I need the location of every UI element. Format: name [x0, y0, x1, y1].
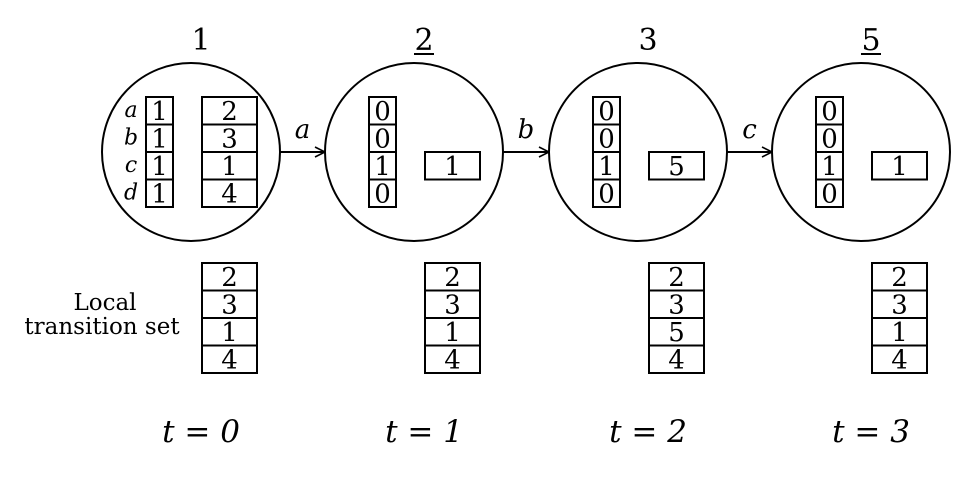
local-set-caption-line1: Local — [73, 290, 136, 316]
local-set-cell — [424, 262, 481, 292]
local-set-value: 1 — [891, 318, 908, 348]
transition-cell-value: 2 — [221, 97, 238, 127]
vector-cell — [145, 178, 174, 208]
vector-cell-value: 1 — [821, 152, 838, 182]
transition-label: b — [518, 115, 535, 145]
single-value-box — [424, 151, 481, 181]
local-set-cell — [871, 262, 928, 292]
local-set-value: 2 — [668, 263, 685, 293]
vector-cell-value: 1 — [151, 152, 168, 182]
state-label: 3 — [638, 23, 657, 58]
time-label: t = 3 — [832, 414, 910, 450]
local-set-cell — [424, 344, 481, 374]
row-label: d — [124, 181, 138, 206]
local-set-cell — [648, 344, 705, 374]
vector-cell — [592, 178, 621, 208]
vector-cell-value: 0 — [374, 125, 391, 155]
transitions-layer: a b c — [280, 115, 772, 152]
vector-cell — [145, 96, 174, 126]
time-label: t = 0 — [162, 414, 240, 450]
vector-cell-value: 0 — [821, 97, 838, 127]
transition-cell-value: 1 — [221, 152, 238, 182]
vector-cell-value: 1 — [598, 152, 615, 182]
single-value-box — [871, 151, 928, 181]
local-set-value: 3 — [444, 291, 461, 321]
vector-cell-value: 0 — [598, 97, 615, 127]
vector-cell-value: 0 — [821, 180, 838, 210]
row-label: a — [124, 98, 137, 123]
single-value-box — [648, 151, 705, 181]
vector-cell-value: 0 — [598, 180, 615, 210]
local-set-cell — [648, 289, 705, 319]
single-value: 1 — [891, 152, 908, 182]
transition-cell-value: 3 — [221, 125, 238, 155]
local-set-value: 3 — [891, 291, 908, 321]
local-set-value: 2 — [221, 263, 238, 293]
transition-cell-value: 4 — [221, 180, 238, 210]
vector-cell-value: 0 — [821, 125, 838, 155]
vector-cell-value: 1 — [151, 97, 168, 127]
local-set-value: 3 — [668, 291, 685, 321]
local-set-cell — [201, 289, 258, 319]
local-set-value: 2 — [891, 263, 908, 293]
vector-cell-value: 1 — [151, 125, 168, 155]
vector-cell-value: 0 — [374, 180, 391, 210]
local-set-cell — [871, 317, 928, 347]
vector-cell — [592, 96, 621, 126]
single-value: 1 — [444, 152, 461, 182]
local-set-cell — [201, 344, 258, 374]
transition-cell — [201, 178, 258, 208]
row-label: c — [125, 153, 137, 178]
vector-cell-value: 1 — [151, 180, 168, 210]
local-set-value: 4 — [891, 346, 908, 376]
vector-cell — [145, 151, 174, 181]
vector-cell — [368, 151, 397, 181]
time-label: t = 2 — [609, 414, 687, 450]
local-set-value: 3 — [221, 291, 238, 321]
vector-cell — [368, 123, 397, 153]
local-set-cell — [424, 289, 481, 319]
transition-label: c — [742, 115, 757, 145]
local-set-value: 4 — [444, 346, 461, 376]
vector-cell — [592, 151, 621, 181]
time-label: t = 1 — [385, 414, 463, 450]
state-label: 1 — [191, 23, 210, 58]
vector-cell — [815, 178, 844, 208]
local-set-value: 5 — [668, 318, 685, 348]
transition-label: a — [295, 115, 311, 145]
state-label: 5 — [861, 23, 880, 58]
local-set-cell — [648, 317, 705, 347]
local-set-value: 4 — [668, 346, 685, 376]
local-set-value: 4 — [221, 346, 238, 376]
local-set-caption-line2: transition set — [24, 314, 180, 340]
state-label: 2 — [414, 23, 433, 58]
vector-cell — [145, 123, 174, 153]
vector-cell-value: 0 — [598, 125, 615, 155]
local-set-cell — [871, 344, 928, 374]
local-set-value: 1 — [221, 318, 238, 348]
vector-cell — [368, 178, 397, 208]
row-label: b — [124, 126, 138, 151]
transition-cell — [201, 151, 258, 181]
local-set-cell — [201, 262, 258, 292]
vector-cell — [815, 96, 844, 126]
single-value: 5 — [668, 152, 685, 182]
vector-cell-value: 0 — [374, 97, 391, 127]
vector-cell-value: 1 — [374, 152, 391, 182]
local-set-value: 2 — [444, 263, 461, 293]
vector-cell — [815, 151, 844, 181]
local-set-value: 1 — [444, 318, 461, 348]
